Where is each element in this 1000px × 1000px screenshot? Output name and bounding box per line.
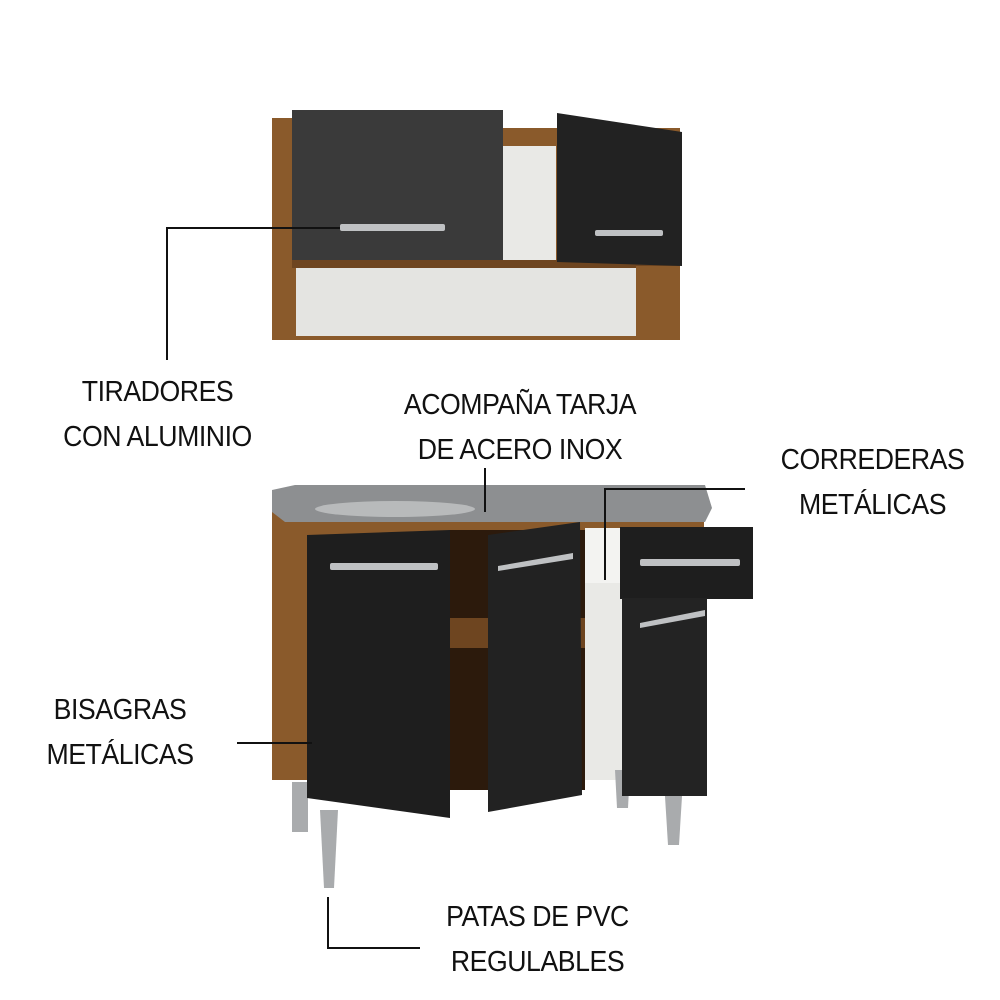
slides-leader-line: [604, 488, 745, 580]
handles-leader-line: [166, 227, 340, 360]
callout-lines: [166, 227, 745, 949]
legs-leader-line: [327, 897, 420, 949]
callout-text: CORREDERAS: [780, 444, 965, 476]
callout-text: CON ALUMINIO: [63, 421, 252, 453]
callout-text: REGULABLES: [450, 946, 625, 978]
callout-text: ACOMPAÑA TARJA: [403, 389, 637, 421]
leg: [664, 780, 683, 845]
handle: [340, 224, 445, 231]
sink: [315, 501, 475, 517]
upper-cabinet: [272, 110, 682, 340]
center-door: [488, 522, 582, 812]
sink-callout: ACOMPAÑA TARJA DE ACERO INOX: [382, 383, 658, 473]
handle: [330, 563, 438, 570]
base-cabinet: [272, 485, 753, 888]
callout-text: BISAGRAS: [53, 694, 187, 726]
callout-text: DE ACERO INOX: [417, 434, 623, 466]
upper-left-door: [292, 110, 503, 260]
handle: [640, 610, 705, 628]
upper-right-door: [557, 113, 682, 266]
handle: [640, 559, 740, 566]
hinges-callout: BISAGRAS METÁLICAS: [19, 688, 221, 778]
callout-text: TIRADORES: [81, 376, 234, 408]
right-door: [622, 598, 707, 796]
handle: [595, 230, 663, 236]
left-door: [307, 530, 450, 818]
callout-text: METÁLICAS: [46, 739, 194, 771]
legs-callout: PATAS DE PVC REGULABLES: [420, 895, 655, 985]
handle: [498, 553, 573, 571]
callout-text: PATAS DE PVC: [446, 901, 629, 933]
callout-text: METÁLICAS: [798, 489, 947, 521]
leg: [320, 810, 338, 888]
handles-callout: TIRADORES CON ALUMINIO: [31, 370, 284, 460]
slides-callout: CORREDERAS METÁLICAS: [760, 438, 985, 528]
